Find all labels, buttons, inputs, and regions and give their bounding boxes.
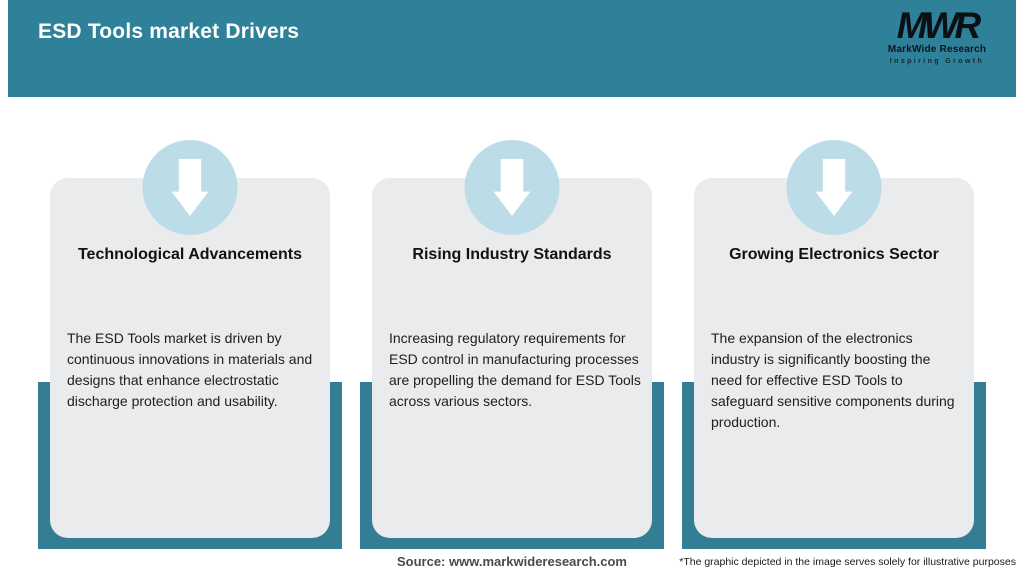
- arrow-down-icon: [815, 159, 853, 216]
- arrow-circle: [142, 140, 238, 235]
- card-title: Technological Advancements: [77, 246, 303, 263]
- arrow-circle: [464, 140, 560, 235]
- card: Technological Advancements The ESD Tools…: [50, 178, 330, 538]
- driver-card-growing-electronics-sector: Growing Electronics Sector The expansion…: [682, 140, 986, 552]
- card-title: Rising Industry Standards: [412, 246, 612, 263]
- disclaimer-text: *The graphic depicted in the image serve…: [679, 556, 1016, 568]
- brand-logo: MWR MarkWide Research Inspiring Growth: [872, 5, 1002, 65]
- card-body: The expansion of the electronics industr…: [711, 330, 955, 430]
- logo-tagline: Inspiring Growth: [889, 58, 985, 65]
- card: Rising Industry Standards Increasing reg…: [372, 178, 652, 538]
- arrow-down-icon: [493, 159, 531, 216]
- driver-card-rising-industry-standards: Rising Industry Standards Increasing reg…: [360, 140, 664, 552]
- mwr-logo-icon: MWR: [896, 5, 981, 46]
- card: Growing Electronics Sector The expansion…: [694, 178, 974, 538]
- card-title: Growing Electronics Sector: [729, 246, 939, 263]
- card-body: The ESD Tools market is driven by contin…: [67, 330, 313, 409]
- driver-card-technological-advancements: Technological Advancements The ESD Tools…: [38, 140, 342, 552]
- page-title: ESD Tools market Drivers: [38, 20, 300, 43]
- logo-name: MarkWide Research: [887, 44, 987, 55]
- source-text: Source: www.markwideresearch.com: [396, 554, 627, 569]
- card-body: Increasing regulatory requirements for E…: [389, 330, 641, 409]
- header-bar: ESD Tools market Drivers MWR MarkWide Re…: [8, 0, 1016, 97]
- arrow-circle: [786, 140, 882, 235]
- arrow-down-icon: [171, 159, 209, 216]
